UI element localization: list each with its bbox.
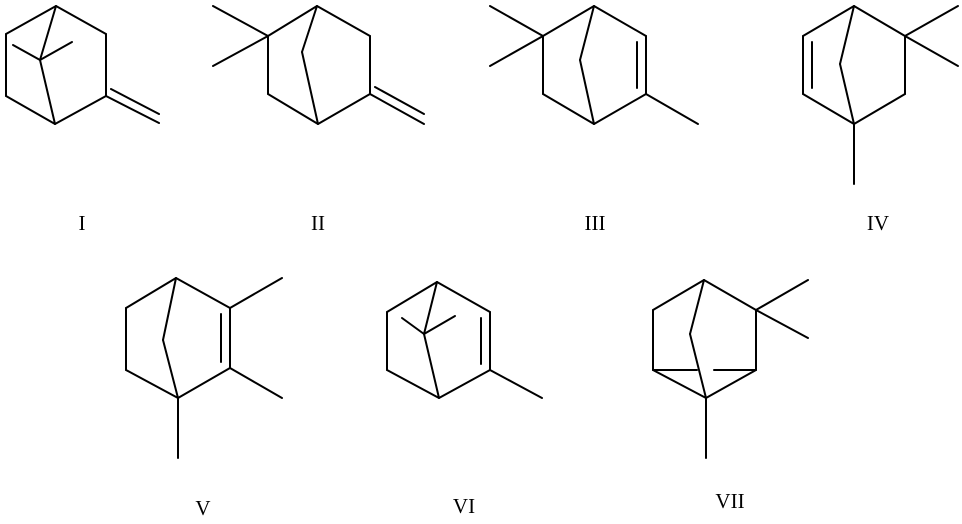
structure-vii: VII xyxy=(652,279,809,513)
structure-iv-label: IV xyxy=(867,211,889,235)
structure-vi-label: VI xyxy=(453,494,475,518)
structure-i: I xyxy=(5,5,160,235)
structure-vii-skeleton xyxy=(652,279,757,399)
structure-iii-methyl xyxy=(645,93,699,125)
structure-ii-gem-dimethyl xyxy=(212,5,269,67)
structure-i-skeleton xyxy=(5,5,107,125)
structure-vii-gem-dimethyl xyxy=(755,279,809,339)
structure-iv-skeleton xyxy=(802,5,906,125)
structure-vi-skeleton xyxy=(386,281,491,399)
structure-ii: II xyxy=(212,5,425,235)
structure-v: V xyxy=(125,277,283,520)
structure-vi: VI xyxy=(386,281,543,518)
structure-iii-skeleton xyxy=(542,5,647,125)
structure-iv-gem-dimethyl xyxy=(904,5,959,67)
structure-i-label: I xyxy=(79,211,86,235)
structure-v-label: V xyxy=(195,496,210,520)
structure-vi-methyl xyxy=(489,369,543,399)
structure-i-exocyclic-methylene xyxy=(105,88,160,124)
structure-v-methyls xyxy=(177,277,283,459)
structure-iii-gem-dimethyl xyxy=(489,5,544,67)
structure-iii-label: III xyxy=(585,211,606,235)
structure-ii-skeleton xyxy=(267,5,371,125)
structure-iii: III xyxy=(489,5,699,235)
structure-ii-label: II xyxy=(311,211,325,235)
structure-ii-exocyclic-methylene xyxy=(369,86,425,125)
structure-iv: IV xyxy=(802,5,959,235)
structure-v-skeleton xyxy=(125,277,231,399)
structure-vii-label: VII xyxy=(715,489,744,513)
